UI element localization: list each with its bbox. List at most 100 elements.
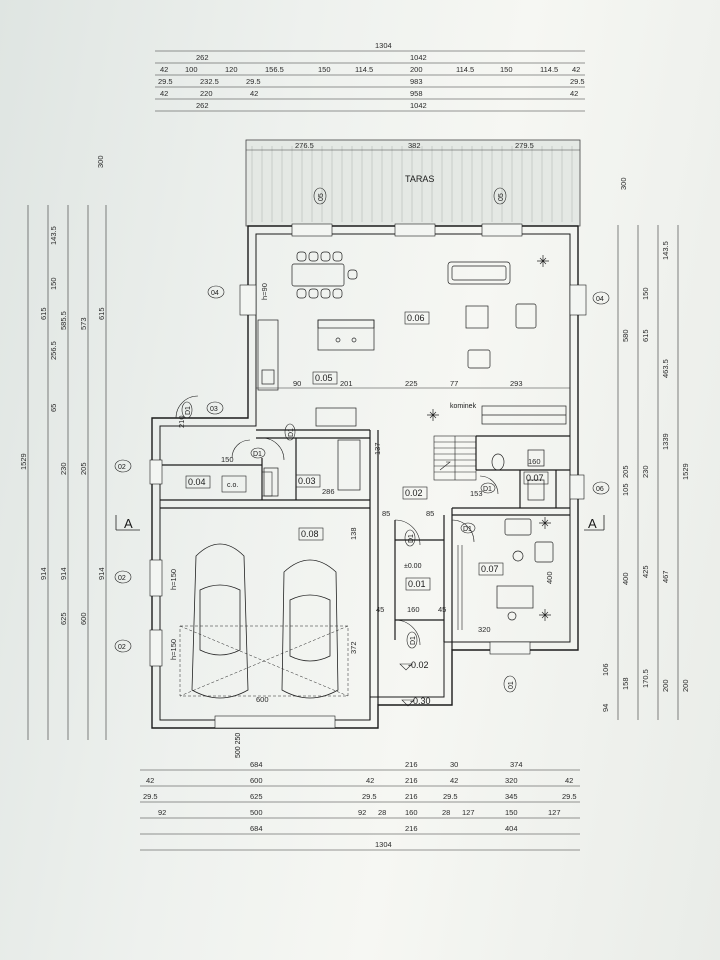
dim-inner: 320 xyxy=(478,625,491,634)
dim-bottom: 42 xyxy=(450,776,458,785)
door-tag: D1 xyxy=(288,428,295,437)
dim-bottom: 42 xyxy=(565,776,573,785)
staircase xyxy=(433,435,477,481)
dim-right: 143.5 xyxy=(661,241,670,260)
room-0-02: 0.02 xyxy=(405,488,423,498)
dim-top: 114.5 xyxy=(540,65,558,74)
room-0-04: 0.04 xyxy=(188,477,206,487)
dim-bottom: 29.5 xyxy=(143,792,158,801)
terrace-label: TARAS xyxy=(405,174,434,184)
dim-left: 205 xyxy=(79,462,88,475)
dim-left: 230 xyxy=(59,462,68,475)
door-tag: D1 xyxy=(253,451,262,458)
dim-left: 1529 xyxy=(19,453,28,470)
dining-table xyxy=(291,251,358,299)
dim-top: 1042 xyxy=(410,53,427,62)
kitchen-island xyxy=(317,319,375,351)
section-label: A xyxy=(588,516,597,531)
dim-left: 914 xyxy=(59,567,68,580)
fireplace-label: kominek xyxy=(450,403,477,410)
dim-top: 150 xyxy=(318,65,331,74)
window-tag: 05 xyxy=(498,193,505,201)
room-0-06: 0.06 xyxy=(407,313,425,323)
dim-right: 580 xyxy=(621,329,630,342)
dim-right: 425 xyxy=(641,565,650,578)
dim-bottom: 29.5 xyxy=(443,792,458,801)
dim-bottom: 600 xyxy=(250,776,263,785)
dim-bottom: 127 xyxy=(462,808,475,817)
dim-right: 158 xyxy=(621,677,630,690)
dim-inner: h=150 xyxy=(169,639,178,660)
section-marker-right xyxy=(584,515,605,531)
room-0-07-bath: 0.07 xyxy=(526,473,544,483)
dim-inner: 153 xyxy=(470,489,483,498)
dim-bottom: 684 xyxy=(250,824,263,833)
garage-door-opening xyxy=(179,625,349,697)
dim-top: 114.5 xyxy=(456,65,474,74)
dim-top: 262 xyxy=(196,101,209,110)
dim-left: 914 xyxy=(39,567,48,580)
dim-top: 42 xyxy=(160,65,168,74)
window-tag: 04 xyxy=(211,290,219,297)
section-label: A xyxy=(124,516,133,531)
door-tag: D1 xyxy=(483,486,492,493)
window-tag: 01 xyxy=(508,681,515,689)
dim-bottom: 150 xyxy=(505,808,518,817)
dim-left: 143.5 xyxy=(49,226,58,245)
dim-inner: 137 xyxy=(373,442,382,455)
dim-inner: 225 xyxy=(405,379,418,388)
level-mark: -0.02 xyxy=(408,660,429,670)
dim-left: 615 xyxy=(39,307,48,320)
dim-left: 914 xyxy=(97,567,106,580)
dim-inner: 45 xyxy=(376,605,384,614)
dim-inner: 150 xyxy=(221,455,234,464)
dim-bottom: 127 xyxy=(548,808,561,817)
dim-terrace: 279.5 xyxy=(515,141,534,150)
dim-right: 615 xyxy=(641,329,650,342)
dim-bottom: 28 xyxy=(378,808,386,817)
dim-right: 300 xyxy=(619,177,628,190)
fireplace xyxy=(481,405,567,425)
dim-bottom: 684 xyxy=(250,760,263,769)
room-0-03: 0.03 xyxy=(298,476,316,486)
dim-right: 467 xyxy=(661,570,670,583)
level-arrow xyxy=(399,663,413,671)
dim-right: 200 xyxy=(661,679,670,692)
window-tag: 02 xyxy=(118,575,126,582)
dim-bottom: 42 xyxy=(366,776,374,785)
dim-inner: 77 xyxy=(450,379,458,388)
dim-top: 100 xyxy=(185,65,198,74)
dim-inner: h=90 xyxy=(260,283,269,300)
window-tag: 02 xyxy=(118,644,126,651)
window-tag: 05 xyxy=(318,193,325,201)
dim-terrace-depth: 300 xyxy=(96,155,105,168)
dim-bottom: 374 xyxy=(510,760,523,769)
door-tag: D1 xyxy=(185,406,192,415)
dim-right: 205 xyxy=(621,465,630,478)
right-dimension-chain xyxy=(617,225,679,720)
bathroom-fixtures xyxy=(491,449,545,501)
dim-left: 150 xyxy=(49,277,58,290)
garage-door-size: 500 250 xyxy=(235,733,242,758)
dim-inner: 600 xyxy=(256,695,269,704)
dim-top: 150 xyxy=(500,65,513,74)
garage-door xyxy=(214,715,336,729)
sliding-doors xyxy=(457,545,463,630)
dim-top: 262 xyxy=(196,53,209,62)
boiler xyxy=(261,471,273,497)
door-tag-markers xyxy=(181,401,496,649)
room-0-08: 0.08 xyxy=(301,529,319,539)
dim-right: 400 xyxy=(621,572,630,585)
dim-inner: 45 xyxy=(438,605,446,614)
sofa xyxy=(447,261,537,369)
dim-bottom: 216 xyxy=(405,760,418,769)
door-tag: D1 xyxy=(463,526,472,533)
dim-bottom: 320 xyxy=(505,776,518,785)
dim-bottom: 160 xyxy=(405,808,418,817)
dim-inner: 85 xyxy=(426,509,434,518)
dim-right: 1339 xyxy=(661,433,670,450)
door-tag: D1 xyxy=(410,636,417,645)
level-mark: -0.30 xyxy=(410,696,431,706)
dim-left: 65 xyxy=(49,404,58,412)
